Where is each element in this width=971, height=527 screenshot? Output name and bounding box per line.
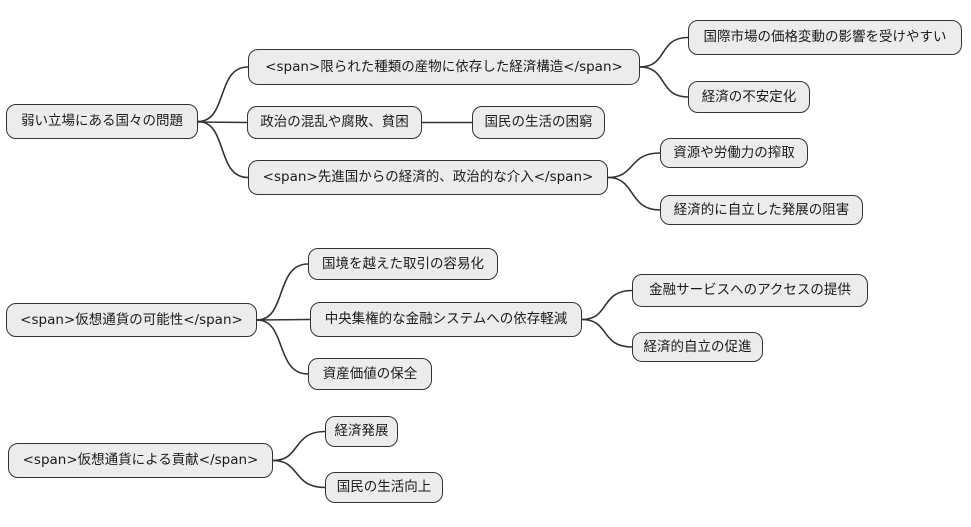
edge-crypto-potential-to-cross-border	[256, 263, 309, 321]
node-weak-countries-problems: 弱い立場にある国々の問題	[6, 104, 198, 139]
edge-problems-to-limited-products	[197, 66, 249, 123]
node-foreign-intervention: <span>先進国からの経済的、政治的な介入</span>	[248, 160, 608, 195]
node-cross-border-transactions: 国境を越えた取引の容易化	[308, 248, 498, 280]
node-economic-development: 経済発展	[325, 416, 398, 447]
edge-limited-products-to-instability	[639, 66, 689, 98]
edge-reduced-dependence-to-financial-access	[581, 289, 633, 321]
node-citizens-hardship: 国民の生活の困窮	[472, 106, 605, 139]
node-resource-labor-exploitation: 資源や労働力の搾取	[660, 138, 808, 168]
node-asset-value-preservation: 資産価値の保全	[308, 358, 432, 390]
node-hindered-independent-development: 経済的に自立した発展の阻害	[660, 195, 863, 225]
edge-intervention-to-hindered-development	[607, 176, 661, 211]
node-political-turmoil-poverty: 政治の混乱や腐敗、貧困	[247, 106, 422, 139]
edge-crypto-contribution-to-living-standards	[272, 459, 326, 489]
node-crypto-potential: <span>仮想通貨の可能性</span>	[6, 303, 257, 337]
node-living-standards-improvement: 国民の生活向上	[325, 472, 443, 503]
edge-crypto-potential-to-asset-value	[256, 319, 309, 375]
node-price-volatility-impact: 国際市場の価格変動の影響を受けやすい	[688, 20, 962, 55]
edge-reduced-dependence-to-economic-independence	[581, 318, 633, 348]
node-financial-access: 金融サービスへのアクセスの提供	[632, 274, 868, 307]
edge-problems-to-foreign-intervention	[197, 120, 249, 179]
node-reduced-centralized-dependence: 中央集権的な金融システムへの依存軽減	[310, 302, 582, 337]
node-limited-products-economy: <span>限られた種類の産物に依存した経済構造</span>	[248, 49, 640, 85]
edge-intervention-to-exploitation	[607, 152, 661, 179]
edge-problems-to-political-turmoil	[197, 121, 248, 124]
node-economic-independence-promotion: 経済的自立の促進	[632, 332, 763, 362]
edge-crypto-potential-to-reduced-dependence	[256, 318, 311, 321]
node-economic-instability: 経済の不安定化	[688, 81, 810, 113]
edge-crypto-contribution-to-economic-development	[272, 430, 326, 462]
edge-limited-products-to-price-volatility	[639, 36, 689, 68]
node-crypto-contribution: <span>仮想通貨による貢献</span>	[8, 443, 273, 478]
